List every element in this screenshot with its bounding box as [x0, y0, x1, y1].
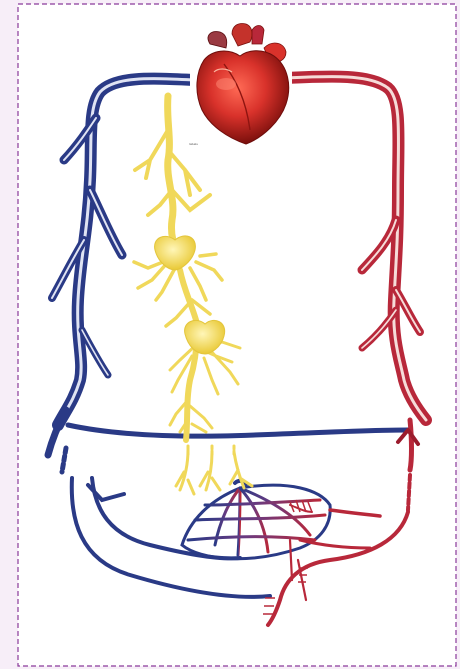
- artery-lower-trunk: [410, 420, 412, 470]
- heart-image: [190, 20, 292, 144]
- heart-caption: labels: [189, 142, 198, 146]
- artery-dashed: [408, 475, 410, 510]
